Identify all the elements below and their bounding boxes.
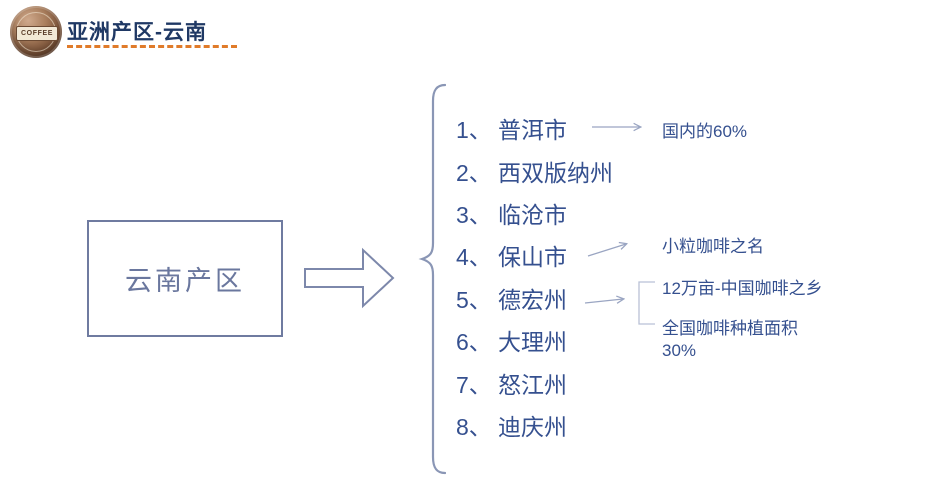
- list-item: 6、 大理州: [456, 319, 613, 361]
- list-item-number: 7、: [456, 371, 492, 398]
- dehong-annotation-2-line2: 30%: [662, 341, 697, 360]
- list-item-number: 8、: [456, 413, 492, 440]
- list-item-name: 迪庆州: [498, 413, 567, 440]
- list-item: 7、 怒江州: [456, 361, 613, 403]
- coffee-logo-icon: COFFEE: [10, 6, 62, 58]
- puer-annotation: 国内的60%: [662, 122, 748, 141]
- list-item-name: 西双版纳州: [498, 159, 613, 186]
- yunnan-region-box: 云南产区: [87, 220, 283, 337]
- list-item-name: 大理州: [498, 329, 567, 356]
- connector-overlay: [584, 110, 655, 325]
- list-item-name: 怒江州: [498, 371, 567, 398]
- list-item: 1、 普洱市: [456, 107, 613, 149]
- list-item-name: 临沧市: [498, 201, 567, 228]
- list-item-number: 2、: [456, 159, 492, 186]
- list-item-number: 5、: [456, 286, 492, 313]
- list-item-name: 普洱市: [498, 117, 567, 144]
- list-item-number: 3、: [456, 201, 492, 228]
- block-arrow-right-icon: [304, 247, 395, 309]
- dehong-annotation-1: 12万亩-中国咖啡之乡: [662, 279, 823, 298]
- dehong-annotation-2-line1: 全国咖啡种植面积: [662, 319, 798, 338]
- list-item: 2、 西双版纳州: [456, 149, 613, 191]
- list-item-number: 4、: [456, 244, 492, 271]
- baoshan-annotation: 小粒咖啡之名: [662, 237, 764, 256]
- list-item-name: 德宏州: [498, 286, 567, 313]
- list-item-number: 1、: [456, 117, 492, 144]
- list-item-number: 6、: [456, 329, 492, 356]
- logo-band-label: COFFEE: [16, 26, 58, 41]
- list-item: 8、 迪庆州: [456, 404, 613, 446]
- region-list: 1、 普洱市 2、 西双版纳州 3、 临沧市 4、 保山市 5、 德宏州 6、 …: [456, 107, 613, 446]
- title-underline: [67, 45, 237, 48]
- list-item: 3、 临沧市: [456, 192, 613, 234]
- list-item: 4、 保山市: [456, 234, 613, 276]
- list-item: 5、 德宏州: [456, 277, 613, 319]
- page-title: 亚洲产区-云南: [67, 21, 207, 44]
- thin-right-arrow-icon-dehong: [584, 299, 623, 303]
- thin-right-arrow-icon-baoshan: [587, 244, 626, 257]
- dehong-annotation-2: 全国咖啡种植面积 30%: [662, 318, 862, 362]
- yunnan-region-label: 云南产区: [125, 266, 245, 296]
- square-bracket-icon: [638, 281, 655, 325]
- list-item-name: 保山市: [498, 244, 567, 271]
- left-curly-brace-icon: [418, 83, 446, 475]
